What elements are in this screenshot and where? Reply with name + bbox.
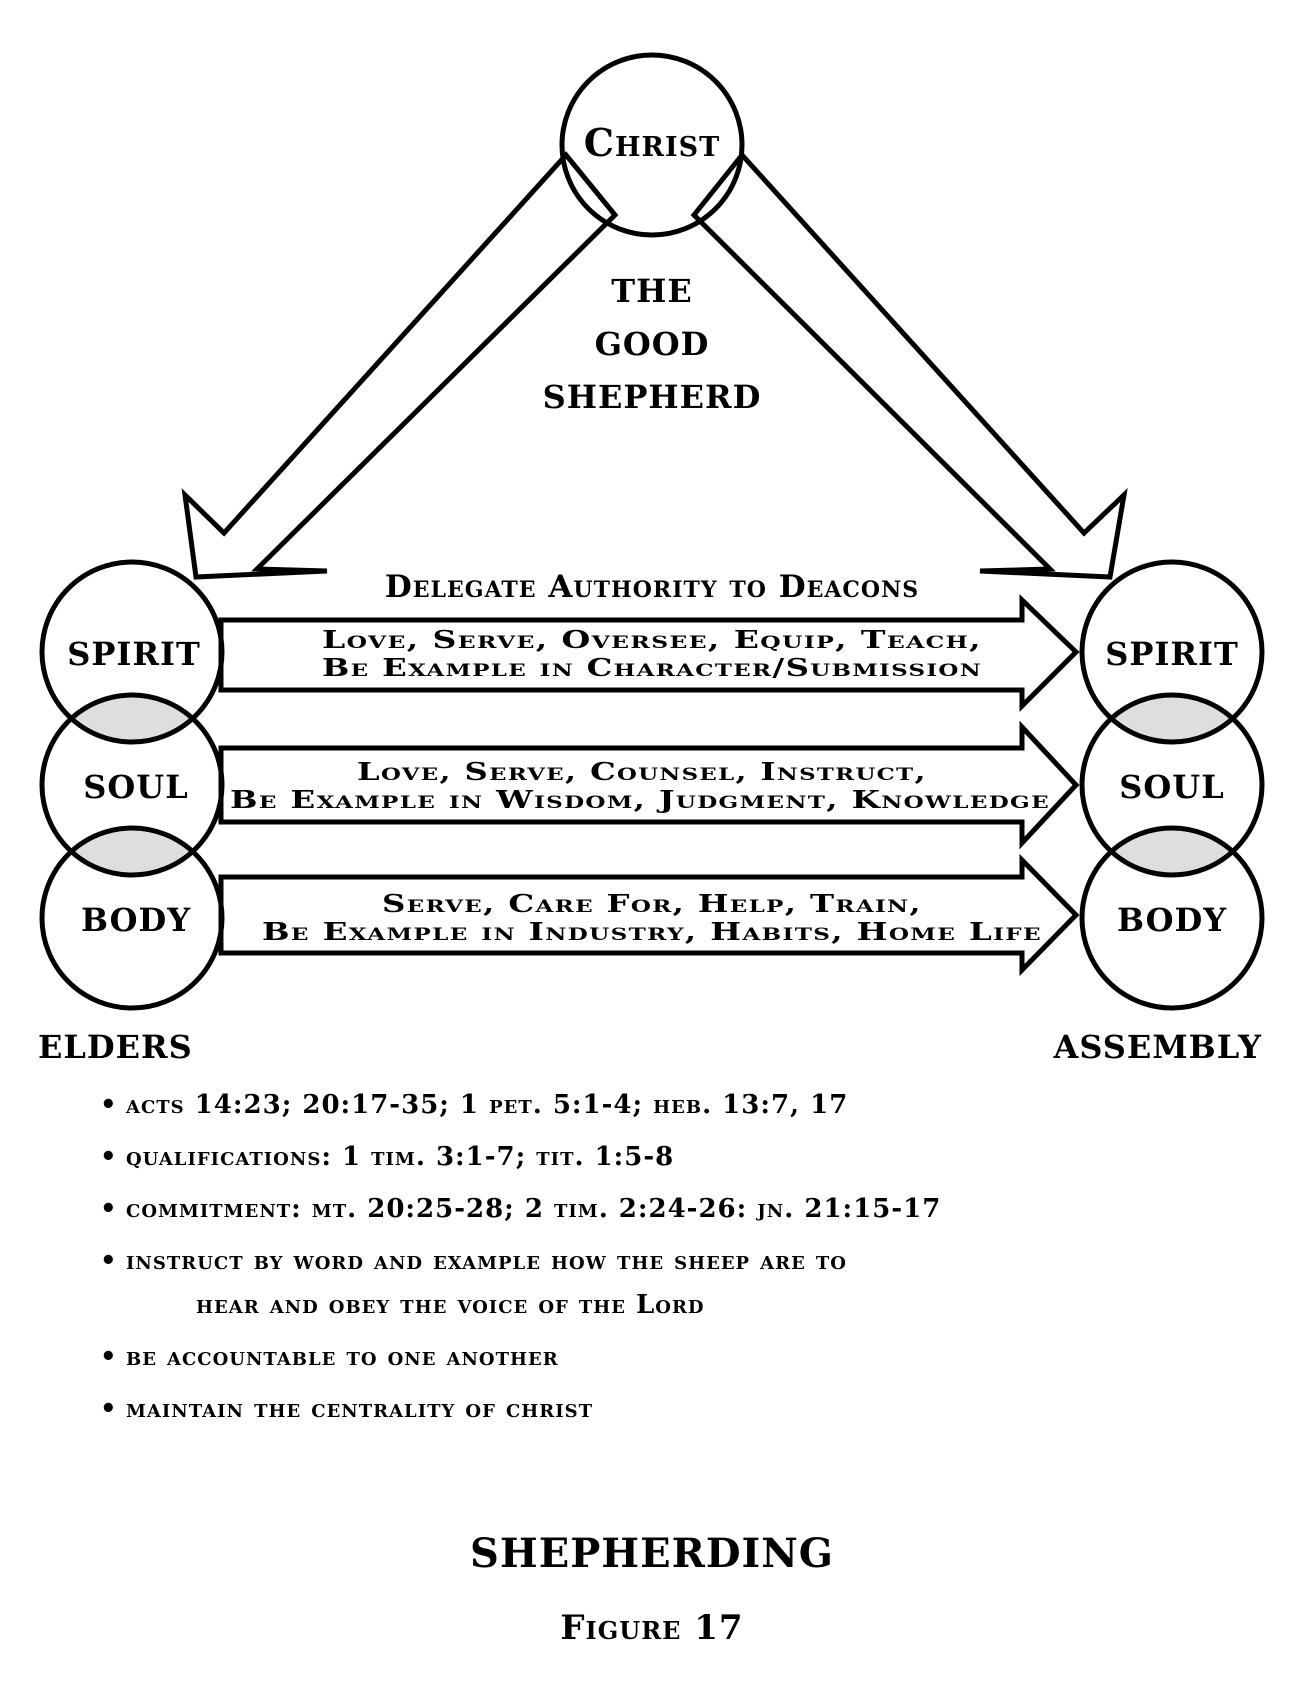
note-3: • commitment: mt. 20:25-28; 2 tim. 2:24-2… (100, 1194, 1220, 1224)
bullet-icon: • (100, 1246, 118, 1276)
body-arrow-line-1: Serve, Care For, Help, Train, (382, 889, 922, 918)
arrow-christ-to-elders (181, 151, 619, 580)
center-label-line-2: GOOD (595, 325, 710, 363)
notes-list: • acts 14:23; 20:17-35; 1 pet. 5:1-4; heb… (100, 1090, 1220, 1446)
left-spirit-circle (39, 559, 225, 745)
right-body-circle (1079, 825, 1265, 1011)
right-soul-circle (1079, 692, 1265, 878)
figure-number: Figure 17 (560, 1608, 744, 1648)
right-spirit-label: SPIRIT (1105, 635, 1239, 673)
note-text: acts 14:23; 20:17-35; 1 pet. 5:1-4; heb.… (126, 1090, 849, 1120)
center-label-line-3: SHEPHERD (543, 378, 762, 416)
arrow-body (218, 853, 1080, 977)
delegate-label: Delegate Authority to Deacons (385, 569, 919, 605)
bullet-icon: • (100, 1142, 118, 1172)
christ-label: Christ (584, 120, 720, 165)
right-soul-label: SOUL (1119, 768, 1224, 806)
note-5: • be accountable to one another (100, 1342, 1220, 1372)
bullet-icon: • (100, 1342, 118, 1372)
bullet-icon: • (100, 1194, 118, 1224)
note-continuation: hear and obey the voice of the Lord (196, 1290, 705, 1320)
left-soul-label: SOUL (83, 768, 188, 806)
bullet-icon: • (100, 1394, 118, 1424)
soul-arrow-line-1: Love, Serve, Counsel, Instruct, (357, 757, 927, 786)
note-text: be accountable to one another (126, 1342, 559, 1372)
soul-arrow-line-2: Be Example in Wisdom, Judgment, Knowledg… (230, 785, 1050, 814)
bullet-icon: • (100, 1090, 118, 1120)
left-body-circle (39, 825, 225, 1011)
body-arrow-line-2: Be Example in Industry, Habits, Home Lif… (262, 917, 1042, 946)
left-spirit-label: SPIRIT (67, 635, 201, 673)
note-4: • instruct by word and example how the sh… (100, 1246, 1220, 1320)
note-text: commitment: mt. 20:25-28; 2 tim. 2:24-26… (126, 1194, 942, 1224)
arrow-soul (218, 720, 1080, 850)
arrow-christ-to-assembly (690, 151, 1128, 580)
note-6: • maintain the centrality of christ (100, 1394, 1220, 1424)
left-soul-circle (39, 692, 225, 878)
note-text: maintain the centrality of christ (126, 1394, 594, 1424)
assembly-label: ASSEMBLY (1053, 1028, 1263, 1066)
spirit-arrow-line-2: Be Example in Character/Submission (322, 653, 982, 682)
arrow-spirit (218, 594, 1080, 713)
note-1: • acts 14:23; 20:17-35; 1 pet. 5:1-4; heb… (100, 1090, 1220, 1120)
elders-label: ELDERS (38, 1028, 193, 1066)
note-text: instruct by word and example how the she… (126, 1246, 847, 1276)
figure-title: SHEPHERDING (470, 1530, 834, 1577)
left-body-label: BODY (81, 901, 191, 939)
right-spirit-circle (1079, 559, 1265, 745)
christ-circle (559, 52, 745, 238)
note-text: qualifications: 1 tim. 3:1-7; tit. 1:5-8 (126, 1142, 675, 1172)
right-body-label: BODY (1117, 901, 1227, 939)
spirit-arrow-line-1: Love, Serve, Oversee, Equip, Teach, (322, 625, 982, 654)
center-label-line-1: THE (611, 272, 692, 310)
note-2: • qualifications: 1 tim. 3:1-7; tit. 1:5-… (100, 1142, 1220, 1172)
shepherding-diagram: Christ THE GOOD SHEPHERD Delegate Author… (38, 52, 1265, 1066)
